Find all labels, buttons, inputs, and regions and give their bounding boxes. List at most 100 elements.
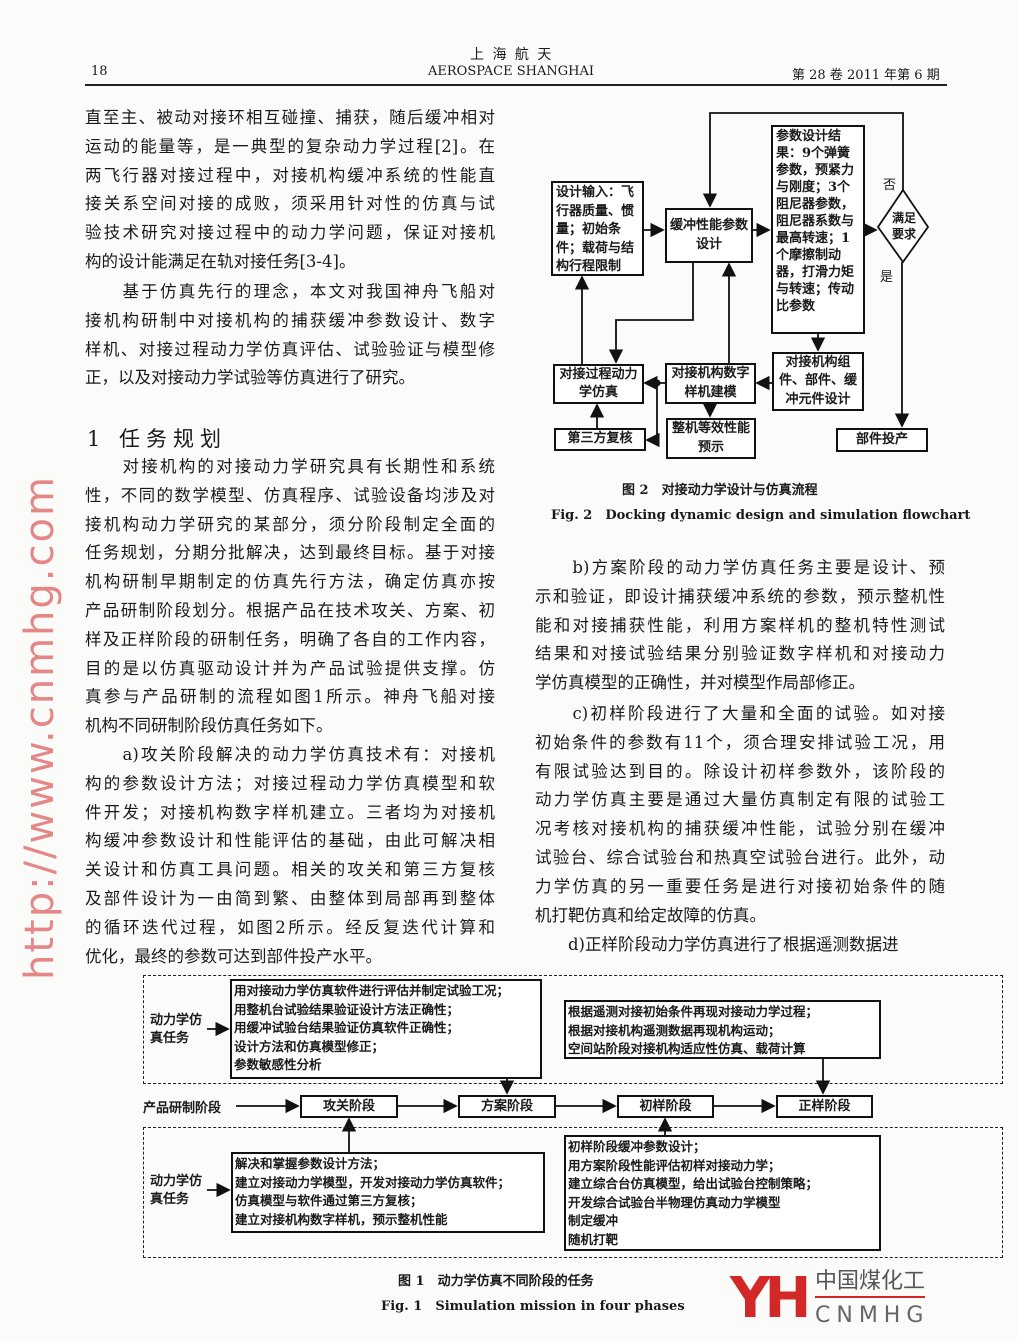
text-line: b)方案阶段的动力学仿真任务主要是设计、预 (535, 558, 945, 577)
fig2-no-label: 否 (883, 178, 897, 193)
text-line: 初始条件的参数有11个，须合理安排试验工况，用 (535, 732, 945, 752)
fig1-stage-research: 攻关阶段 (300, 1095, 398, 1118)
fig1-stage-scheme: 方案阶段 (458, 1095, 556, 1118)
fig1-stage-flight: 正样阶段 (776, 1095, 873, 1118)
text-line: 动力学仿真主要是通过大量仿真制定有限的试验工 (535, 790, 945, 810)
text-line: 能和对接捕获性能，利用方案样机的整机特性测试 (535, 615, 945, 635)
text-line: 机构不同研制阶段仿真任务如下。 (85, 716, 333, 736)
fig1-bottom-right-box: 初样阶段缓冲参数设计；用方案阶段性能评估初样对接动力学；建立综合台仿真模型，给出… (564, 1135, 881, 1251)
fig1-caption-en: Fig. 1 Simulation mission in four phases (381, 1299, 685, 1314)
text-line: 结果和对接试验结果分别验证数字样机和对接动力 (535, 644, 945, 664)
text-line: 的循环迭代过程，如图2所示。经反复迭代计算和 (85, 917, 495, 937)
fig2-design-input-box: 设计输入：飞行器质量、惯量；初始条件；载荷与结构行程限制 (551, 181, 644, 276)
text-line: 目的是以仿真驱动设计并为产品试验提供支撑。仿 (85, 658, 495, 678)
text-line: 直至主、被动对接环相互碰撞、捕获，随后缓冲相对 (85, 108, 495, 127)
paragraph: c)初样阶段进行了大量和全面的试验。如对接初始条件的参数有11个，须合理安排试验… (535, 700, 945, 930)
text-line: 开发综合试验台半物理仿真动力学模型 (568, 1194, 781, 1210)
text-line: 制定缓冲 (568, 1213, 619, 1229)
text-line: 机打靶仿真和给定故障的仿真。 (535, 905, 766, 925)
paragraph: 直至主、被动对接环相互碰撞、捕获，随后缓冲相对运动的能量等，是一典型的复杂动力学… (85, 104, 495, 277)
text-line: 运动的能量等，是一典型的复杂动力学过程[2]。在 (85, 136, 495, 156)
text-line: 验技术研究对接过程中的动力学问题，保证对接机 (85, 223, 495, 243)
text-line: 初样阶段缓冲参数设计； (568, 1139, 706, 1154)
text-line: 仿真模型与软件通过第三方复核； (235, 1193, 423, 1209)
journal-title-en: AEROSPACE SHANGHAI (428, 64, 594, 79)
text-line: 解决和掌握参数设计方法； (235, 1156, 386, 1171)
text-line: 基于仿真先行的理念，本文对我国神舟飞船对 (85, 282, 495, 301)
text-line: 构缓冲参数设计和性能评估的基础，由此可解决相 (85, 831, 495, 851)
text-line: 用整机台试验结果验证设计方法正确性； (234, 1001, 460, 1017)
fig2-component-design-box: 对接机构组件、部件、缓冲元件设计 (772, 352, 864, 411)
logo-mark: YH (730, 1266, 811, 1331)
text-line: 力学仿真的另一重要任务是进行对接初始条件的随 (535, 876, 945, 896)
text-line: 样机、对接过程动力学仿真评估、试验验证与模型修 (85, 339, 495, 359)
journal-title-cn: 上 海 航 天 (470, 47, 554, 63)
text-line: 任务规划，分期分批解决，达到最终目标。基于对接 (85, 543, 495, 563)
text-line: 真参与产品研制的流程如图1所示。神舟飞船对接 (85, 687, 495, 707)
fig1-top-left-box: 用对接动力学仿真软件进行评估并制定试验工况； 用整机台试验结果验证设计方法正确性；… (230, 979, 542, 1079)
text-line: 正，以及对接动力学试验等仿真进行了研究。 (85, 368, 415, 388)
text-line: 建立综合台仿真模型，给出试验台控制策略； (568, 1176, 819, 1192)
text-line: 接机构动力学研究的某部分，须分阶段制定全面的 (85, 514, 495, 534)
fig2-third-party-box: 第三方复核 (554, 428, 646, 451)
fig2-perf-predict-box: 整机等效性能预示 (666, 418, 756, 459)
fig2-yes-label: 是 (880, 270, 894, 285)
text-line: 接关系空间对接的成败，须采用针对性的仿真与试 (85, 194, 495, 214)
text-line: 根据对接机构遥测数据再现机构运动； (568, 1022, 781, 1038)
header-rule (85, 84, 947, 86)
fig2-caption-en: Fig. 2 Docking dynamic design and simula… (551, 508, 971, 523)
text-line: 况考核对接机构的捕获缓冲性能，试验分别在缓冲 (535, 819, 945, 839)
text-line: 优化，最终的参数可达到部件投产水平。 (85, 946, 382, 966)
text-line: 件开发；对接机构数字样机建立。三者均为对接机 (85, 802, 495, 822)
fig1-top-region (143, 975, 1003, 1084)
text-line: 用对接动力学仿真软件进行评估并制定试验工况； (234, 983, 510, 998)
text-line: 根据遥测对接初始条件再现对接动力学过程； (568, 1004, 819, 1019)
text-line: 机构研制早期制定的仿真先行方法，确定仿真亦按 (85, 572, 495, 592)
text-line: 有限试验达到目的。除设计初样参数外，该阶段的 (535, 761, 945, 781)
text-line: c)初样阶段进行了大量和全面的试验。如对接 (535, 704, 945, 723)
paragraph: 基于仿真先行的理念，本文对我国神舟飞船对接机构研制中对接机构的捕获缓冲参数设计、… (85, 278, 495, 393)
text-line: 建立对接机构数字样机，预示整机性能 (235, 1211, 448, 1227)
fig2-dynamics-sim-box: 对接过程动力学仿真 (553, 364, 644, 404)
text-line: 构的设计能满足在轨对接任务[3-4]。 (85, 251, 356, 271)
fig2-digital-prototype-box: 对接机构数字样机建模 (665, 363, 756, 404)
text-line: 随机打靶 (568, 1231, 619, 1247)
paragraph: a)攻关阶段解决的动力学仿真技术有：对接机构的参数设计方法；对接过程动力学仿真模… (85, 741, 495, 971)
issue-info: 第 28 卷 2011 年第 6 期 (792, 68, 940, 83)
text-line: 空间站阶段对接机构适应性仿真、载荷计算 (568, 1041, 806, 1057)
text-line: 用缓冲试验台结果验证仿真软件正确性； (234, 1020, 460, 1036)
fig2-design-result-box: 参数设计结果：9个弹簧参数，预紧力与刚度；3个阻尼器参数，阻尼器系数与最高转速；… (771, 125, 865, 334)
text-line: 建立对接动力学模型，开发对接动力学仿真软件； (235, 1174, 511, 1190)
text-line: 关设计和仿真工具问题。相关的攻关和第三方复核 (85, 860, 495, 880)
page-number: 18 (91, 64, 108, 79)
fig1-stage-label: 产品研制阶段 (143, 1101, 222, 1116)
text-line: 性，不同的数学模型、仿真程序、试验设备均涉及对 (85, 485, 495, 505)
text-line: 设计方法和仿真模型修正； (234, 1038, 385, 1054)
text-line: 产品研制阶段划分。根据产品在技术攻关、方案、初 (85, 600, 495, 620)
paragraph: d)正样阶段动力学仿真进行了根据遥测数据进 (535, 931, 945, 960)
text-line: 构的参数设计方法；对接过程动力学仿真模型和软 (85, 773, 495, 793)
text-line: d)正样阶段动力学仿真进行了根据遥测数据进 (535, 935, 899, 954)
text-line: 参数敏感性分析 (234, 1057, 322, 1073)
fig1-top-right-box: 根据遥测对接初始条件再现对接动力学过程； 根据对接机构遥测数据再现机构运动； 空间站… (564, 1000, 881, 1059)
logo-text-en: CNMHG (815, 1303, 930, 1328)
fig1-task-label-top: 动力学仿真任务 (150, 1013, 203, 1046)
url-watermark: http://www.cnmhg.com (17, 475, 63, 980)
fig2-decision-label: 满足要求 (891, 211, 916, 241)
fig2-buffer-design-box: 缓冲性能参数设计 (665, 208, 753, 263)
text-line: 两飞行器对接过程中，对接机构缓冲系统的性能直 (85, 165, 495, 185)
section-heading: 1 任务规划 (87, 427, 228, 451)
fig1-stage-prototype: 初样阶段 (617, 1095, 714, 1118)
text-line: 试验台、综合试验台和热真空试验台进行。此外，动 (535, 847, 945, 867)
text-line: 及部件设计为一由简到繁、由整体到局部再到整体 (85, 888, 495, 908)
text-line: 学仿真模型的正确性，并对模型作局部修正。 (535, 673, 865, 693)
paragraph: 对接机构的对接动力学研究具有长期性和系统性，不同的数学模型、仿真程序、试验设备均… (85, 453, 495, 741)
text-line: a)攻关阶段解决的动力学仿真技术有：对接机 (85, 745, 495, 764)
text-line: 样及正样阶段的研制任务，明确了各自的工作内容， (85, 629, 495, 649)
fig1-caption-cn: 图 1 动力学仿真不同阶段的任务 (398, 1274, 594, 1289)
fig2-caption-cn: 图 2 对接动力学设计与仿真流程 (622, 483, 818, 498)
logo-text-cn: 中国煤化工 (815, 1268, 926, 1298)
text-line: 对接机构的对接动力学研究具有长期性和系统 (85, 457, 495, 476)
